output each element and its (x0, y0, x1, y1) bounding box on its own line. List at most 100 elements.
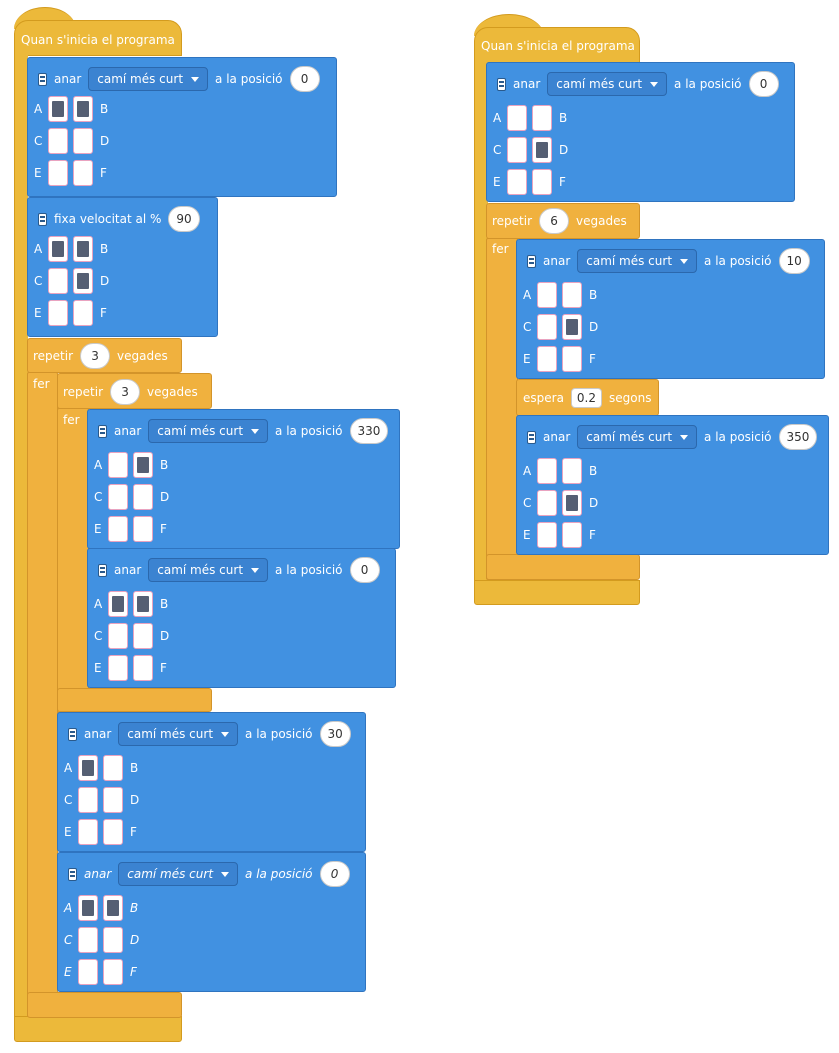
grid-cell-f[interactable] (562, 346, 582, 372)
move-verb: anar (84, 867, 112, 881)
grid-cell-a[interactable] (507, 105, 527, 131)
path-dropdown[interactable]: camí més curt (148, 419, 269, 443)
start-hat-block[interactable]: Quan s'inicia el programa (14, 20, 182, 56)
outer-repeat-block[interactable]: repetir 3 vegades (27, 338, 182, 373)
grid-cell-b[interactable] (73, 96, 93, 122)
grid-cell-b[interactable] (133, 591, 153, 617)
grid-cell-d[interactable] (133, 623, 153, 649)
path-dropdown[interactable]: camí més curt (148, 558, 269, 582)
repeat-block[interactable]: repetir 6 vegades (486, 203, 640, 239)
grid-cell-a[interactable] (48, 236, 68, 262)
path-dropdown[interactable]: camí més curt (118, 862, 239, 886)
grid-cell-d[interactable] (103, 927, 123, 953)
position-input[interactable]: 350 (778, 424, 818, 450)
position-input[interactable]: 0 (349, 557, 380, 583)
grid-cell-a[interactable] (48, 96, 68, 122)
grid-cell-e[interactable] (78, 959, 98, 985)
grid-cell-a[interactable] (108, 452, 128, 478)
robot-icon (98, 563, 107, 577)
grid-cell-f[interactable] (532, 169, 552, 195)
position-input[interactable]: 10 (778, 248, 810, 274)
path-dropdown[interactable]: camí més curt (547, 72, 668, 96)
wait-seconds-input[interactable]: 0.2 (570, 388, 603, 408)
grid-cell-f[interactable] (562, 522, 582, 548)
wait-block[interactable]: espera 0.2 segons (516, 379, 659, 416)
grid-cell-f[interactable] (133, 516, 153, 542)
position-input[interactable]: 30 (319, 721, 351, 747)
repeat-spine: fer (486, 238, 518, 580)
grid-cell-e[interactable] (108, 516, 128, 542)
repeat-count-input[interactable]: 3 (110, 379, 141, 405)
grid-cell-c[interactable] (78, 787, 98, 813)
inner-repeat-block[interactable]: repetir 3 vegades (57, 373, 212, 409)
position-input[interactable]: 0 (748, 71, 779, 97)
grid-cell-d[interactable] (532, 137, 552, 163)
grid-cell-a[interactable] (537, 458, 557, 484)
grid-label-f: F (589, 352, 596, 366)
grid-label-d: D (100, 274, 110, 288)
grid-cell-c[interactable] (537, 314, 557, 340)
grid-cell-f[interactable] (73, 300, 93, 326)
grid-cell-a[interactable] (537, 282, 557, 308)
grid-cell-b[interactable] (103, 755, 123, 781)
grid-cell-c[interactable] (48, 128, 68, 154)
grid-cell-e[interactable] (108, 655, 128, 681)
path-dropdown[interactable]: camí més curt (577, 425, 698, 449)
speed-input[interactable]: 90 (168, 206, 200, 232)
grid-cell-c[interactable] (78, 927, 98, 953)
grid-cell-c[interactable] (108, 484, 128, 510)
grid-cell-e[interactable] (48, 300, 68, 326)
grid-cell-a[interactable] (108, 591, 128, 617)
grid-cell-a[interactable] (78, 895, 98, 921)
grid-cell-d[interactable] (73, 268, 93, 294)
position-input[interactable]: 0 (289, 66, 320, 92)
grid-cell-d[interactable] (73, 128, 93, 154)
path-dropdown[interactable]: camí més curt (88, 67, 209, 91)
grid-label-e: E (34, 166, 42, 180)
grid-cell-c[interactable] (537, 490, 557, 516)
grid-cell-b[interactable] (562, 282, 582, 308)
grid-cell-d[interactable] (562, 490, 582, 516)
grid-cell-e[interactable] (507, 169, 527, 195)
grid-label-f: F (589, 528, 596, 542)
repeat-count-input[interactable]: 3 (80, 343, 111, 369)
grid-cell-e[interactable] (537, 522, 557, 548)
position-input[interactable]: 0 (319, 861, 350, 887)
grid-cell-d[interactable] (103, 787, 123, 813)
position-input[interactable]: 330 (349, 418, 389, 444)
repeat-count-input[interactable]: 6 (539, 208, 570, 234)
grid-cell-f[interactable] (103, 819, 123, 845)
path-dropdown[interactable]: camí més curt (118, 722, 239, 746)
grid-cell-d[interactable] (562, 314, 582, 340)
grid-cell-b[interactable] (133, 452, 153, 478)
grid-cell-c[interactable] (507, 137, 527, 163)
start-hat-block[interactable]: Quan s'inicia el programa (474, 27, 640, 63)
grid-cell-a[interactable] (78, 755, 98, 781)
grid-cell-f[interactable] (103, 959, 123, 985)
path-dropdown[interactable]: camí més curt (577, 249, 698, 273)
grid-cell-c[interactable] (108, 623, 128, 649)
grid-cell-b[interactable] (103, 895, 123, 921)
grid-cell-b[interactable] (562, 458, 582, 484)
grid-cell-e[interactable] (78, 819, 98, 845)
grid-cell-f[interactable] (133, 655, 153, 681)
grid-cell-c[interactable] (48, 268, 68, 294)
grid-cell-b[interactable] (532, 105, 552, 131)
grid-cell-b[interactable] (73, 236, 93, 262)
repeat-bottom (486, 554, 640, 580)
grid-cell-e[interactable] (48, 160, 68, 186)
grid-cell-f[interactable] (73, 160, 93, 186)
times-label: vegades (576, 214, 627, 228)
grid-cell-e[interactable] (537, 346, 557, 372)
position-label: a la posició (215, 72, 283, 86)
grid-cell-d[interactable] (133, 484, 153, 510)
